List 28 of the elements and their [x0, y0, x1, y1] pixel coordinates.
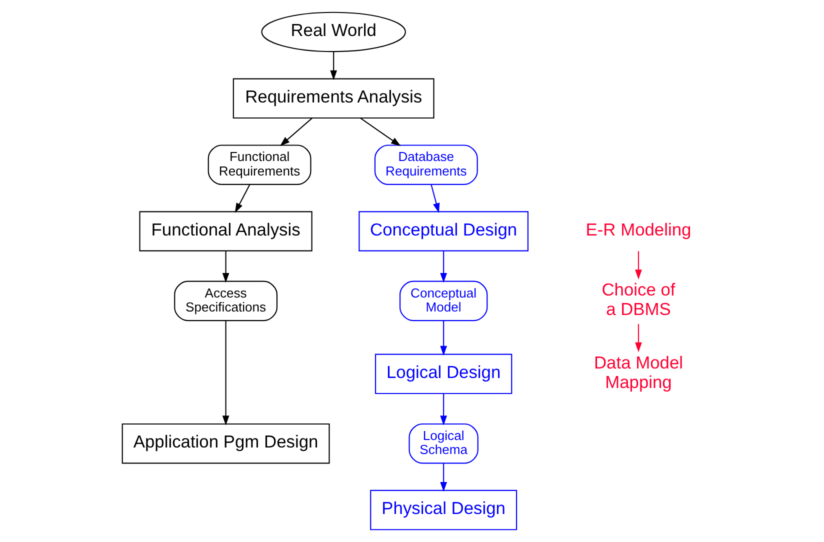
arrow: [635, 251, 642, 280]
arrow: [440, 320, 448, 356]
node-ellipse: Real World: [261, 12, 406, 52]
arrow: [440, 394, 448, 426]
arrow: [280, 118, 313, 146]
node-box: Requirements Analysis: [232, 78, 434, 119]
node-box: Conceptual Model: [399, 280, 488, 322]
node-box: Logical Design: [374, 354, 512, 394]
node-box: Conceptual Design: [358, 211, 528, 252]
node-box: Functional Analysis: [139, 211, 312, 252]
arrow: [440, 251, 448, 283]
node-box: Database Requirements: [374, 144, 478, 185]
node-box: Access Specifications: [174, 280, 278, 322]
arrow: [440, 463, 448, 492]
node-text: Data Model Mapping: [594, 352, 683, 392]
node-text: Choice of a DBMS: [602, 279, 676, 319]
arrow: [330, 52, 338, 80]
arrow: [234, 184, 250, 213]
arrow: [635, 324, 642, 352]
node-text: E-R Modeling: [586, 219, 692, 240]
node-box: Physical Design: [370, 490, 518, 530]
arrow: [222, 320, 230, 426]
arrow: [222, 251, 230, 283]
arrow: [360, 118, 401, 146]
node-box: Logical Schema: [408, 423, 478, 464]
node-box: Application Pgm Design: [122, 423, 330, 464]
node-box: Functional Requirements: [208, 144, 312, 185]
arrow: [430, 184, 440, 213]
